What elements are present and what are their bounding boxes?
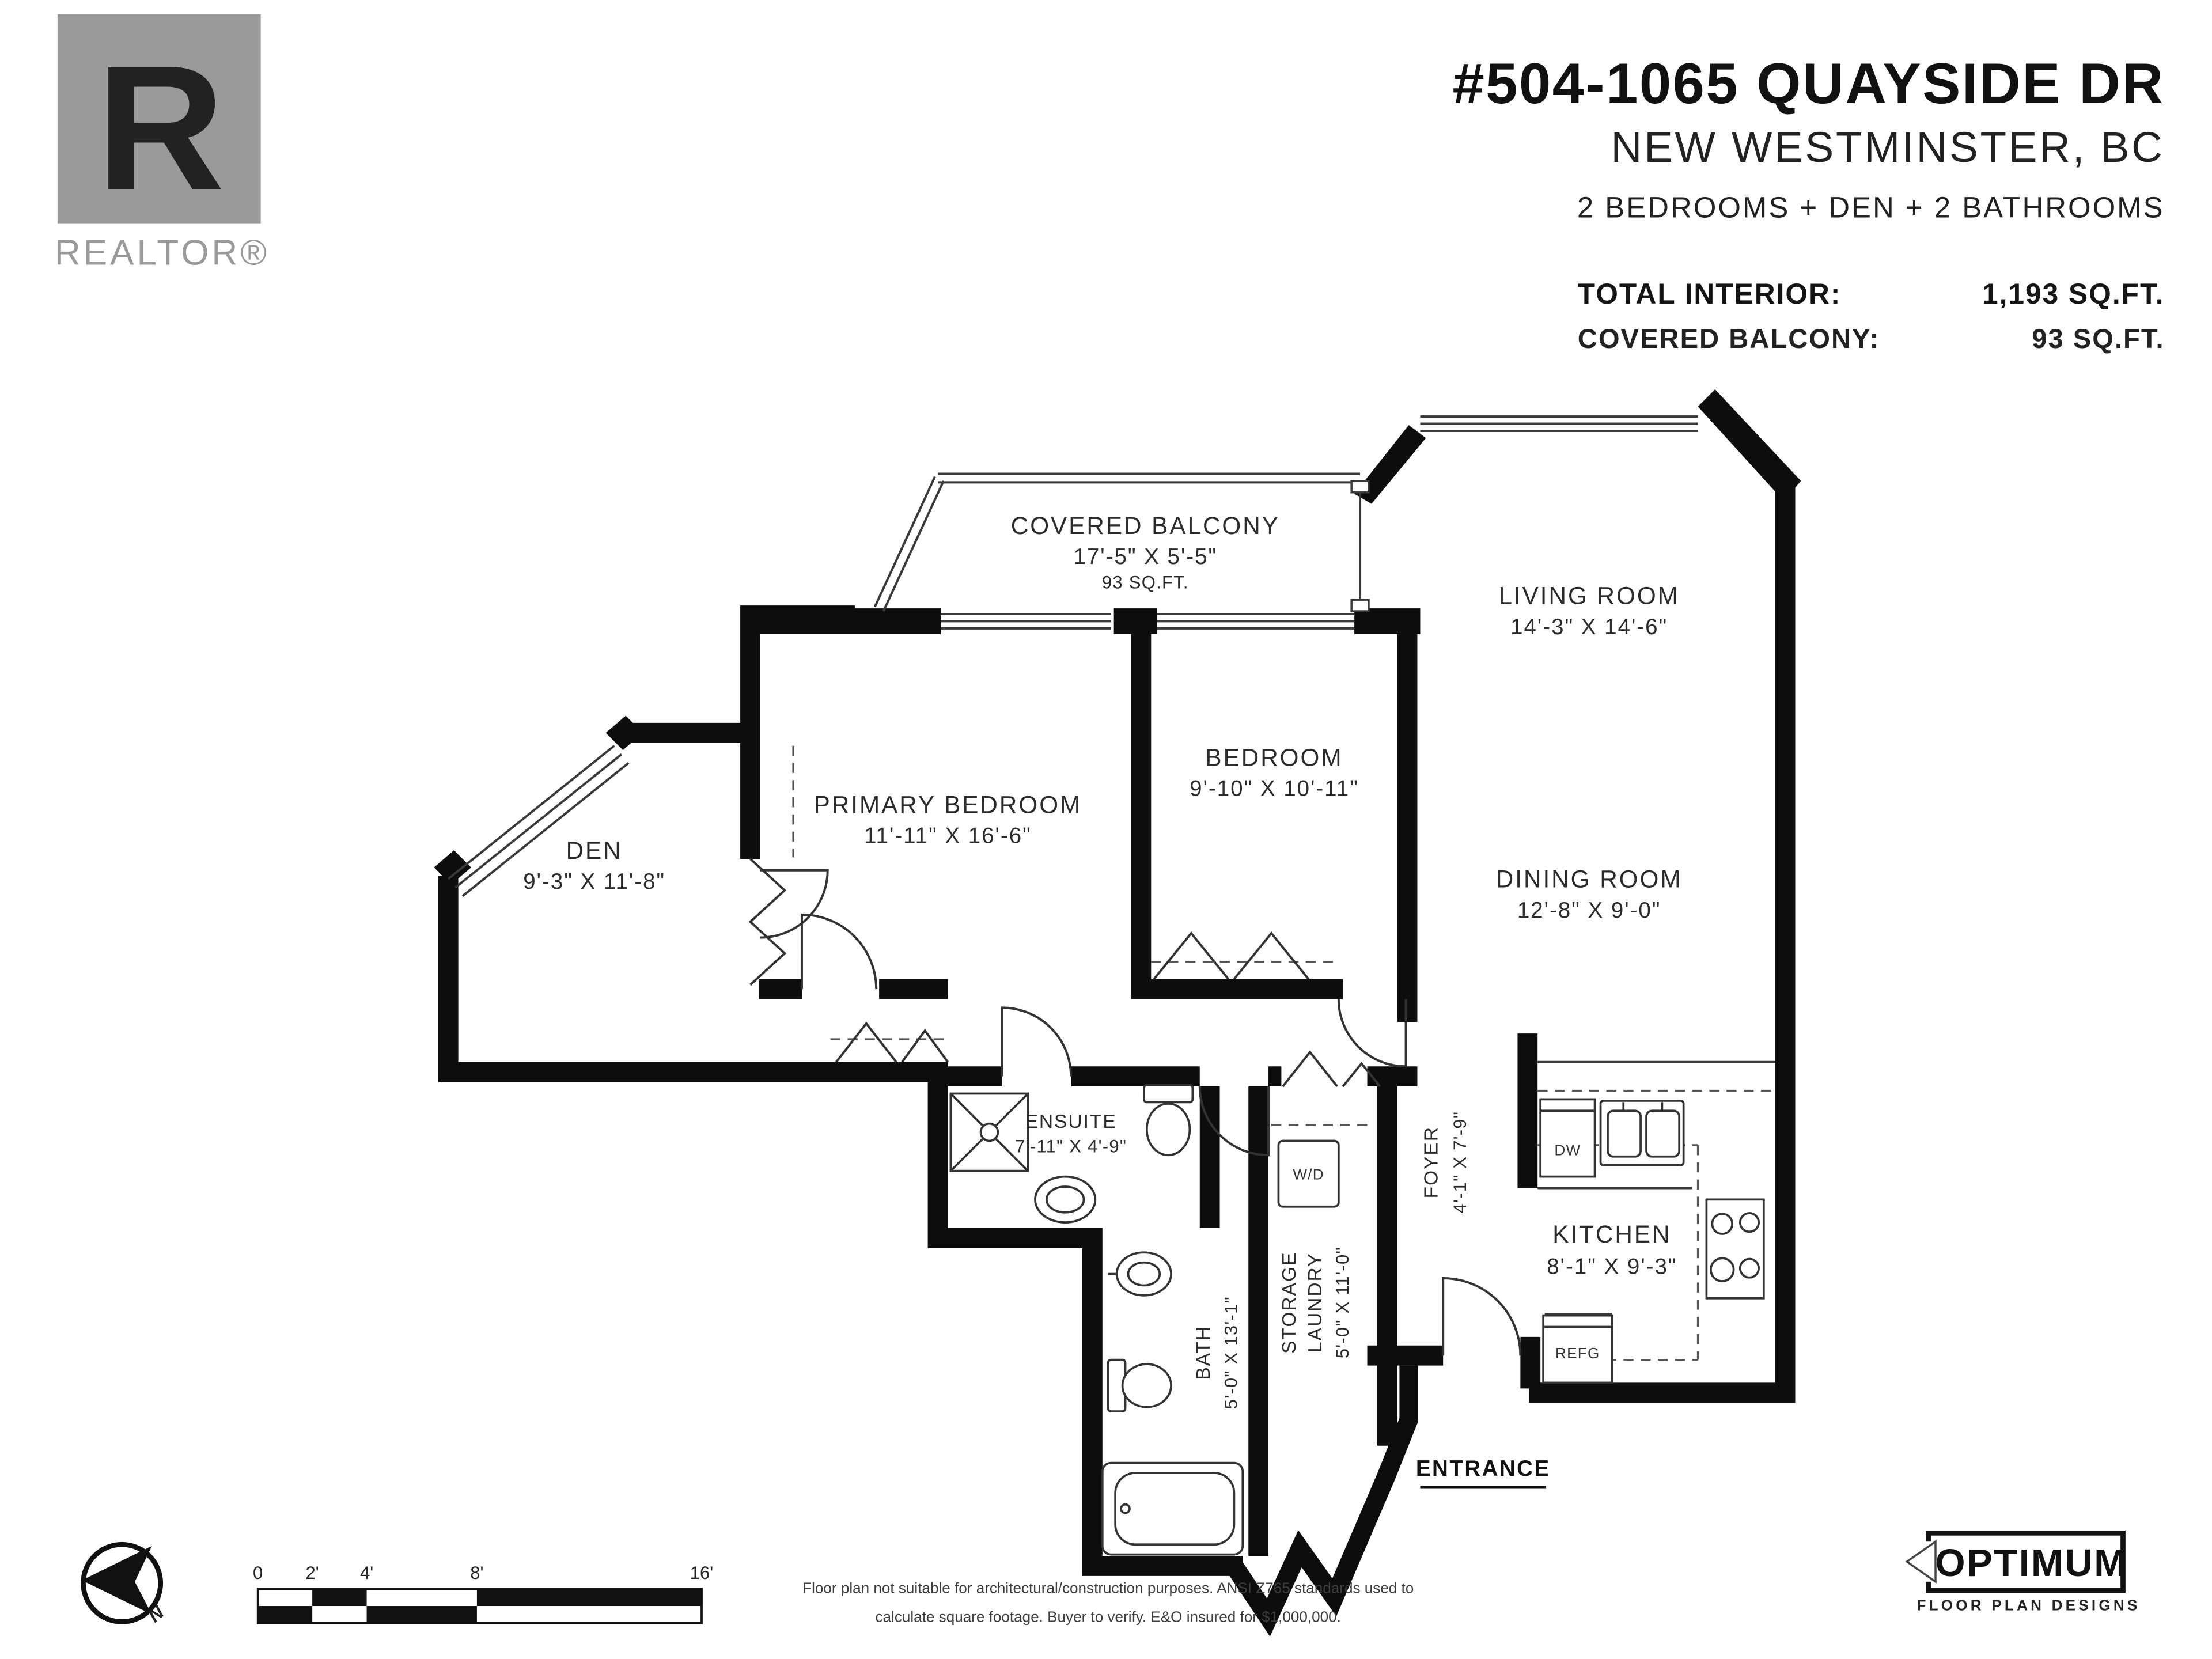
footer-disclaimer: Floor plan not suitable for architectura… — [802, 1580, 1414, 1626]
dishwasher — [1539, 1098, 1596, 1178]
label-bedroom-dims: 9'-10" X 10'-11" — [1190, 777, 1359, 801]
title-block: #504-1065 QUAYSIDE DR NEW WESTMINSTER, B… — [1452, 52, 2165, 354]
ensuite-sink — [1034, 1175, 1097, 1224]
disclaimer-line1: Floor plan not suitable for architectura… — [802, 1580, 1414, 1597]
entrance-label: ENTRANCE — [1416, 1456, 1551, 1489]
refrigerator — [1542, 1314, 1613, 1384]
label-bath-name: BATH — [1193, 1325, 1214, 1380]
realtor-logo: R REALTOR® — [55, 14, 270, 273]
stat-total-interior-value: 1,193 SQ.FT. — [1982, 278, 2165, 310]
entrance-text: ENTRANCE — [1416, 1456, 1551, 1481]
compass-north-label: N — [144, 1601, 168, 1626]
ensuite-toilet — [1142, 1084, 1194, 1157]
label-storage-line1: STORAGE — [1279, 1252, 1300, 1354]
label-balcony-dims: 17'-5" X 5'-5" — [1074, 544, 1218, 569]
floor-plan: COVERED BALCONY 17'-5" X 5'-5" 93 SQ.FT.… — [434, 389, 1801, 1637]
label-den-dims: 9'-3" X 11'-8" — [523, 869, 665, 894]
label-kitchen-name: KITCHEN — [1552, 1221, 1671, 1248]
bath-toilet — [1107, 1358, 1172, 1412]
optimum-name: OPTIMUM — [1935, 1541, 2127, 1585]
fixtures — [949, 1084, 1765, 1556]
scale-bar: 0 2' 4' 8' 16' — [253, 1563, 713, 1624]
scale-tick-4: 4' — [360, 1563, 373, 1583]
label-kitchen-dims: 8'-1" X 9'-3" — [1547, 1255, 1677, 1279]
north-arrow-icon — [82, 1546, 152, 1615]
realtor-logo-letter: R — [96, 29, 225, 227]
scale-bar-cells — [256, 1588, 703, 1624]
realtor-wordmark: REALTOR® — [55, 233, 270, 273]
stove — [1705, 1198, 1765, 1300]
stat-total-interior-label: TOTAL INTERIOR: — [1578, 278, 1842, 310]
scale-tick-0: 0 — [253, 1563, 263, 1583]
page-subtitle-summary: 2 BEDROOMS + DEN + 2 BATHROOMS — [1577, 191, 2165, 224]
compass-circle — [81, 1541, 164, 1624]
label-refrigerator: REFG — [1555, 1344, 1600, 1362]
windows-and-rails — [447, 415, 1775, 1316]
doors — [748, 858, 1522, 1356]
label-storage-line2: LAUNDRY — [1305, 1252, 1326, 1353]
kitchen-sink — [1599, 1100, 1685, 1166]
wall-zigzag — [1226, 1365, 1418, 1637]
walls — [434, 389, 1801, 1576]
page-title: #504-1065 QUAYSIDE DR — [1452, 52, 2164, 116]
label-living-name: LIVING ROOM — [1498, 582, 1679, 609]
scale-tick-16: 16' — [690, 1563, 713, 1583]
label-dining-dims: 12'-8" X 9'-0" — [1517, 898, 1661, 923]
label-dining-name: DINING ROOM — [1496, 866, 1683, 893]
shower — [949, 1092, 1029, 1172]
scale-tick-8: 8' — [470, 1563, 483, 1583]
label-primary-name: PRIMARY BEDROOM — [814, 791, 1082, 818]
label-den-name: DEN — [566, 837, 623, 864]
label-primary-dims: 11'-11" X 16'-6" — [864, 824, 1032, 849]
label-bath-dims: 5'-0" X 13'-1" — [1221, 1296, 1241, 1409]
label-washer-dryer: W/D — [1293, 1166, 1324, 1183]
stat-balcony-value: 93 SQ.FT. — [2032, 324, 2164, 354]
label-ensuite-dims: 7'-11" X 4'-9" — [1015, 1136, 1127, 1156]
label-balcony-area: 93 SQ.FT. — [1102, 572, 1189, 592]
disclaimer-line2: calculate square footage. Buyer to verif… — [876, 1608, 1341, 1625]
bathtub — [1101, 1461, 1244, 1556]
washer-dryer — [1277, 1139, 1340, 1208]
label-foyer-name: FOYER — [1421, 1126, 1442, 1198]
label-balcony-name: COVERED BALCONY — [1011, 512, 1280, 539]
optimum-tagline: FLOOR PLAN DESIGNS — [1916, 1597, 2140, 1614]
dashed-lines — [792, 745, 1775, 1361]
label-ensuite-name: ENSUITE — [1025, 1111, 1116, 1132]
compass: N — [81, 1541, 168, 1626]
label-living-dims: 14'-3" X 14'-6" — [1510, 615, 1668, 639]
scale-tick-2: 2' — [306, 1563, 319, 1583]
bath-sink — [1108, 1251, 1172, 1297]
label-storage-dims: 5'-0" X 11'-0" — [1332, 1247, 1353, 1358]
page-subtitle-city: NEW WESTMINSTER, BC — [1611, 123, 2165, 171]
room-labels: COVERED BALCONY 17'-5" X 5'-5" 93 SQ.FT.… — [523, 512, 1683, 1409]
optimum-logo: OPTIMUM FLOOR PLAN DESIGNS — [1905, 1530, 2140, 1614]
pencil-tip-icon — [1905, 1539, 1937, 1584]
label-bedroom-name: BEDROOM — [1205, 744, 1343, 771]
label-dishwasher: DW — [1554, 1141, 1581, 1158]
window-mullion-caps — [1350, 480, 1370, 612]
realtor-logo-block — [57, 14, 261, 224]
label-foyer-dims: 4'-1" X 7'-9" — [1450, 1111, 1470, 1214]
stat-balcony-label: COVERED BALCONY: — [1578, 324, 1880, 354]
